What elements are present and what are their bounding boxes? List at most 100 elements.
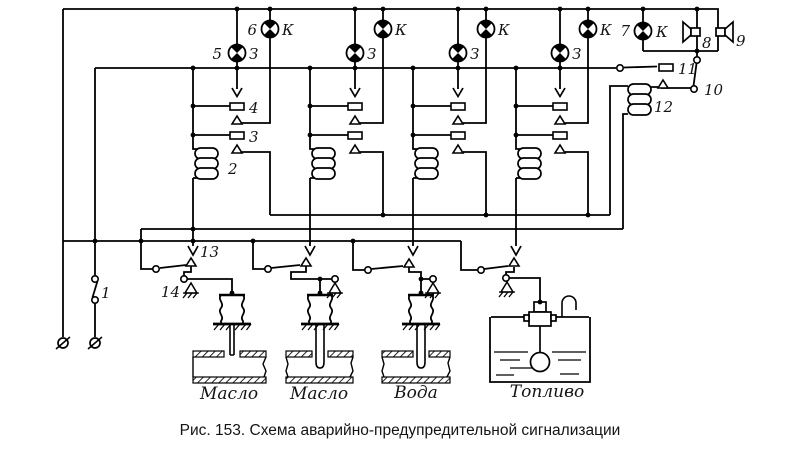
label-red-7: К [655,23,668,41]
green-lamp-3-icon [448,43,468,63]
switch11-contact-icon [615,64,625,72]
label-red-4: К [599,21,612,39]
switch11-blade [623,65,658,69]
horn-8-icon [682,20,701,44]
pivot-contact-icon [501,273,511,283]
label-green-3: З [470,45,479,63]
switch1-contact-icon [91,295,99,305]
fixed-contact-icon [185,257,197,267]
vent-pipe-icon [561,295,577,317]
red-lamp-1-icon [260,19,280,39]
contact-arrows [187,87,566,257]
group4-wires [515,9,589,246]
switch11-clip [658,63,674,72]
contact4-bar-4 [552,102,568,111]
label-1: 1 [101,284,111,302]
horn-9-icon [715,20,734,44]
green-lamp-2-icon [345,43,365,63]
label-6: 6 [247,21,257,39]
ground-icon [182,282,200,299]
red-lamp-3-icon [476,19,496,39]
red-lamp-4-icon [578,19,598,39]
group1-wires [192,9,271,246]
label-7: 7 [620,22,630,40]
label-green-1: З [249,45,258,63]
relay-coil-1-icon [194,147,219,180]
label-12: 12 [654,98,673,116]
oil-sensor-1-icon [211,293,253,332]
junction-dots [92,6,700,305]
contact4-bar-2 [347,102,363,111]
tank-water [381,350,451,384]
pivot-contact-icon [152,264,160,274]
battery-terminal-icon [87,336,103,350]
group4-sensor-wires [460,241,541,302]
fixed-contact-icon [349,115,361,125]
pivot-contact-icon [263,264,273,274]
fixed-contact-icon [554,144,566,154]
group2-sensor-wires [252,241,332,293]
pivot-contact-icon [330,274,340,284]
pivot-contact-icon [476,265,486,275]
label-2: 2 [227,160,238,178]
pivot-contact-icon [363,265,373,275]
fuel-float-sensor-icon [523,301,557,373]
tanks [192,295,591,384]
green-lamp-1-icon [227,43,247,63]
contact3-bar-4 [552,131,568,140]
fixed-contact-icon [300,257,312,267]
fixed-contact-icon [657,79,669,89]
label-9: 9 [736,32,746,50]
tank-label-oil-2: Масло [289,384,348,404]
fixed-contact-icon [508,257,520,267]
contact3-bar-1 [229,131,245,140]
red-lamp-7-icon [633,21,653,41]
group1-sensor-wires [140,229,233,293]
figure-caption: Рис. 153. Схема аварийно-предупредительн… [180,422,621,439]
label-11: 11 [678,60,697,78]
contact3-bar-2 [347,131,363,140]
label-14: 14 [161,283,180,301]
fixed-contact-icon [452,115,464,125]
fixed-contact-icon [452,144,464,154]
ground-icon [498,281,516,298]
sensors [211,293,557,373]
label-5: 5 [212,45,222,63]
group2-wires [309,9,384,246]
fixed-contact-icon [349,144,361,154]
label-10: 10 [704,81,724,99]
tank-label-fuel: Топливо [510,382,584,402]
ground-icon [326,282,344,299]
relay-coil-2-icon [311,147,336,180]
tank-oil-2 [285,350,354,384]
green-lamp-4-icon [550,43,570,63]
horn-relay-coil-icon [627,83,652,116]
label-3: 3 [249,128,259,146]
tank-oil-1 [192,350,267,384]
symbols [55,19,734,350]
contact4-bar-3 [450,102,466,111]
label-red-1: К [281,21,294,39]
tank-label-oil-1: Масло [199,384,258,404]
top-bus [63,8,719,51]
label-red-3: К [497,21,510,39]
label-8: 8 [702,34,712,52]
switch1-contact-icon [91,274,99,284]
relay-coil-3-icon [414,147,439,180]
label-13: 13 [200,243,219,261]
red-lamp-2-icon [373,19,393,39]
label-red-2: К [394,21,407,39]
pivot-contact-icon [428,274,438,284]
fixed-contact-icon [403,258,415,268]
contact4-bar-1 [229,102,245,111]
fixed-contact-icon [231,144,243,154]
group3-wires [412,9,487,246]
wiring [62,8,719,337]
label-4: 4 [248,99,259,117]
water-sensor-icon [400,293,442,332]
horn-wires [642,9,718,87]
pivot-contact-icon [180,274,188,284]
label-green-2: З [367,45,376,63]
relay12-wires [609,85,691,229]
